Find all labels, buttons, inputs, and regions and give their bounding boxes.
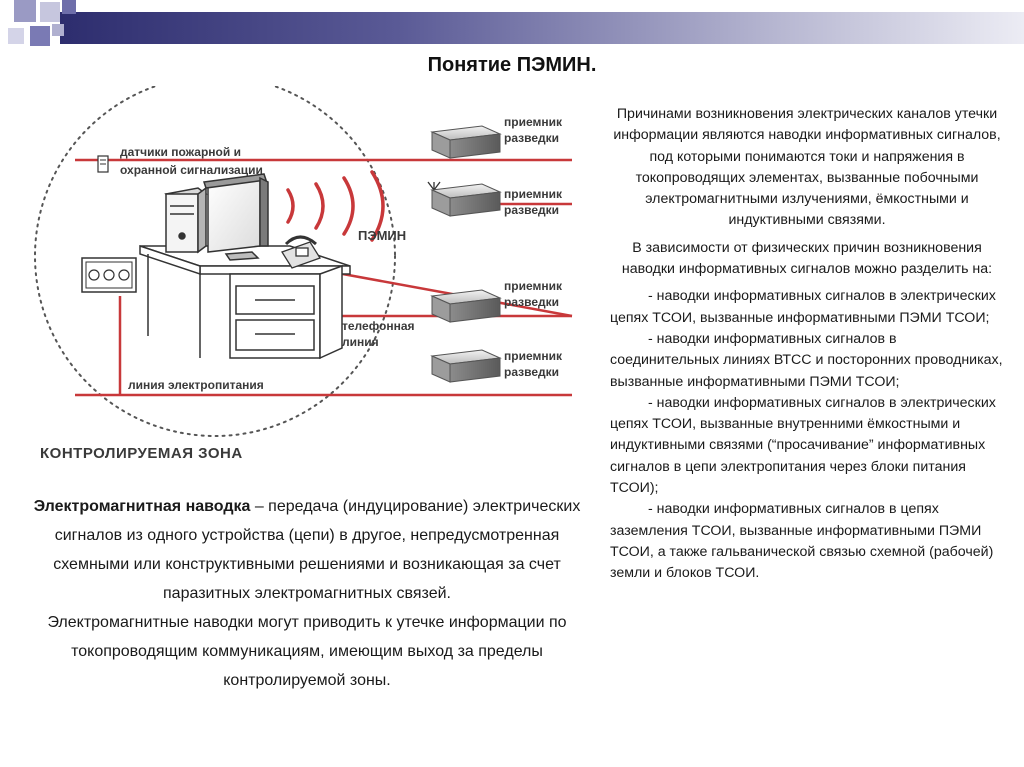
receiver-4-label-line2: разведки bbox=[504, 365, 559, 379]
explanation-intro: Причинами возникновения электрических ка… bbox=[613, 106, 1001, 229]
receiver-box-4 bbox=[430, 349, 502, 383]
phone-line-label-line1: телефонная bbox=[342, 319, 415, 333]
header-decoration bbox=[0, 0, 1024, 56]
em-waves bbox=[286, 170, 385, 242]
definition-note: Электромагнитные наводки могут приводить… bbox=[47, 614, 567, 689]
explanation-item-1: - наводки информативных сигналов в элект… bbox=[610, 288, 996, 326]
sensors-label-line2: охранной сигнализации bbox=[120, 163, 263, 177]
controlled-zone-boundary bbox=[34, 86, 396, 437]
computer-tower-icon bbox=[164, 186, 208, 254]
pemin-label: ПЭМИН bbox=[358, 228, 406, 243]
phone-line-label-line2: линия bbox=[342, 335, 379, 349]
receiver-box-3 bbox=[430, 289, 502, 323]
desk-drawing bbox=[139, 244, 351, 360]
controlled-zone-label: КОНТРОЛИРУЕМАЯ ЗОНА bbox=[40, 445, 243, 462]
explanation-block: Причинами возникновения электрических ка… bbox=[610, 104, 1004, 585]
slide-title: Понятие ПЭМИН. bbox=[427, 54, 597, 76]
deco-square bbox=[40, 2, 60, 22]
phone-line bbox=[309, 266, 573, 318]
receiver-4-label-line1: приемник bbox=[504, 349, 563, 363]
receiver-2-label-line1: приемник bbox=[504, 187, 563, 201]
monitor-icon bbox=[203, 173, 269, 261]
explanation-division: В зависимости от физических причин возни… bbox=[621, 239, 993, 278]
receiver-3-label-line1: приемник bbox=[504, 279, 563, 293]
receiver-2-label-line2: разведки bbox=[504, 203, 559, 217]
definition-paragraph: Электромагнитная наводка – передача (инд… bbox=[22, 492, 592, 608]
explanation-item-2: - наводки информативных сигналов в соеди… bbox=[610, 330, 1003, 390]
receiver-3-label-line2: разведки bbox=[504, 295, 559, 309]
definition-term: Электромагнитная наводка bbox=[33, 498, 251, 515]
receiver-box-2 bbox=[430, 183, 502, 217]
definition-body: – передача (индуцирование) электрических… bbox=[53, 498, 581, 602]
deco-square bbox=[62, 0, 76, 14]
deco-square bbox=[52, 24, 64, 36]
power-socket-icon bbox=[81, 257, 137, 293]
pemin-diagram-svg: приемник разведки приемник разведки прие… bbox=[34, 86, 573, 462]
definition-block: Электромагнитная наводка – передача (инд… bbox=[22, 492, 592, 695]
header-gradient-bar bbox=[60, 12, 1024, 44]
power-line-label: линия электропитания bbox=[128, 378, 264, 392]
receiver-1-label-line2: разведки bbox=[504, 131, 559, 145]
sensors-label-line1: датчики пожарной и bbox=[120, 145, 241, 159]
receiver-box-1 bbox=[430, 125, 502, 159]
deco-square bbox=[8, 28, 24, 44]
alarm-sensor bbox=[97, 155, 109, 173]
deco-square bbox=[30, 26, 50, 46]
receiver-1-label-line1: приемник bbox=[504, 115, 563, 129]
explanation-item-3: - наводки информативных сигналов в элект… bbox=[610, 394, 996, 497]
telephone-icon bbox=[281, 235, 321, 269]
explanation-item-4: - наводки информативных сигналов в цепях… bbox=[610, 501, 994, 582]
pemin-diagram: приемник разведки приемник разведки прие… bbox=[20, 86, 600, 476]
deco-square bbox=[14, 0, 36, 22]
